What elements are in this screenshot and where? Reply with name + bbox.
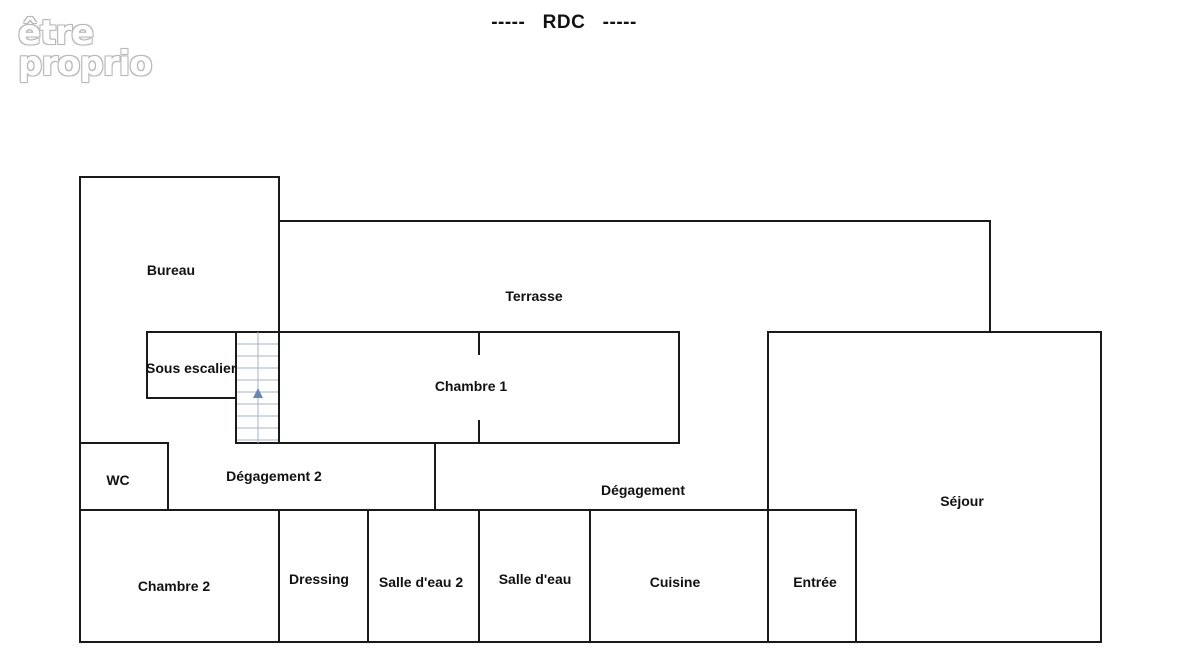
label-sous-escalier: Sous escalier (146, 360, 237, 376)
label-sejour: Séjour (940, 493, 984, 509)
floor-title: ----- RDC ----- (491, 12, 637, 33)
label-degagement-2: Dégagement 2 (226, 468, 322, 484)
etre-proprio-logo: être proprio (18, 13, 153, 84)
label-wc: WC (106, 472, 129, 488)
label-entree: Entrée (793, 574, 837, 590)
wall-terrasse (278, 220, 991, 333)
room-labels: Bureau Terrasse Sous escalier Chambre 1 … (106, 262, 984, 594)
label-degagement: Dégagement (601, 482, 685, 498)
wall-bureau-top (79, 176, 280, 333)
label-chambre-2: Chambre 2 (138, 578, 211, 594)
label-cuisine: Cuisine (650, 574, 701, 590)
label-chambre-1: Chambre 1 (435, 378, 508, 394)
label-dressing: Dressing (289, 571, 349, 587)
wall-bottom-row-top (79, 509, 857, 643)
label-salle-eau: Salle d'eau (499, 571, 572, 587)
logo-line-2: proprio (18, 44, 153, 84)
wall-sous-escalier (146, 331, 237, 399)
wall-chambre1-top (146, 331, 680, 444)
label-salle-eau-2: Salle d'eau 2 (379, 574, 463, 590)
label-bureau: Bureau (147, 262, 195, 278)
stairs-arrow-icon (253, 388, 263, 398)
wall-sejour-outer (767, 331, 1102, 643)
wall-wc (79, 442, 169, 511)
walls (79, 176, 1102, 643)
label-terrasse: Terrasse (505, 288, 563, 304)
logo-line-1: être (18, 13, 94, 53)
staircase (237, 332, 278, 443)
